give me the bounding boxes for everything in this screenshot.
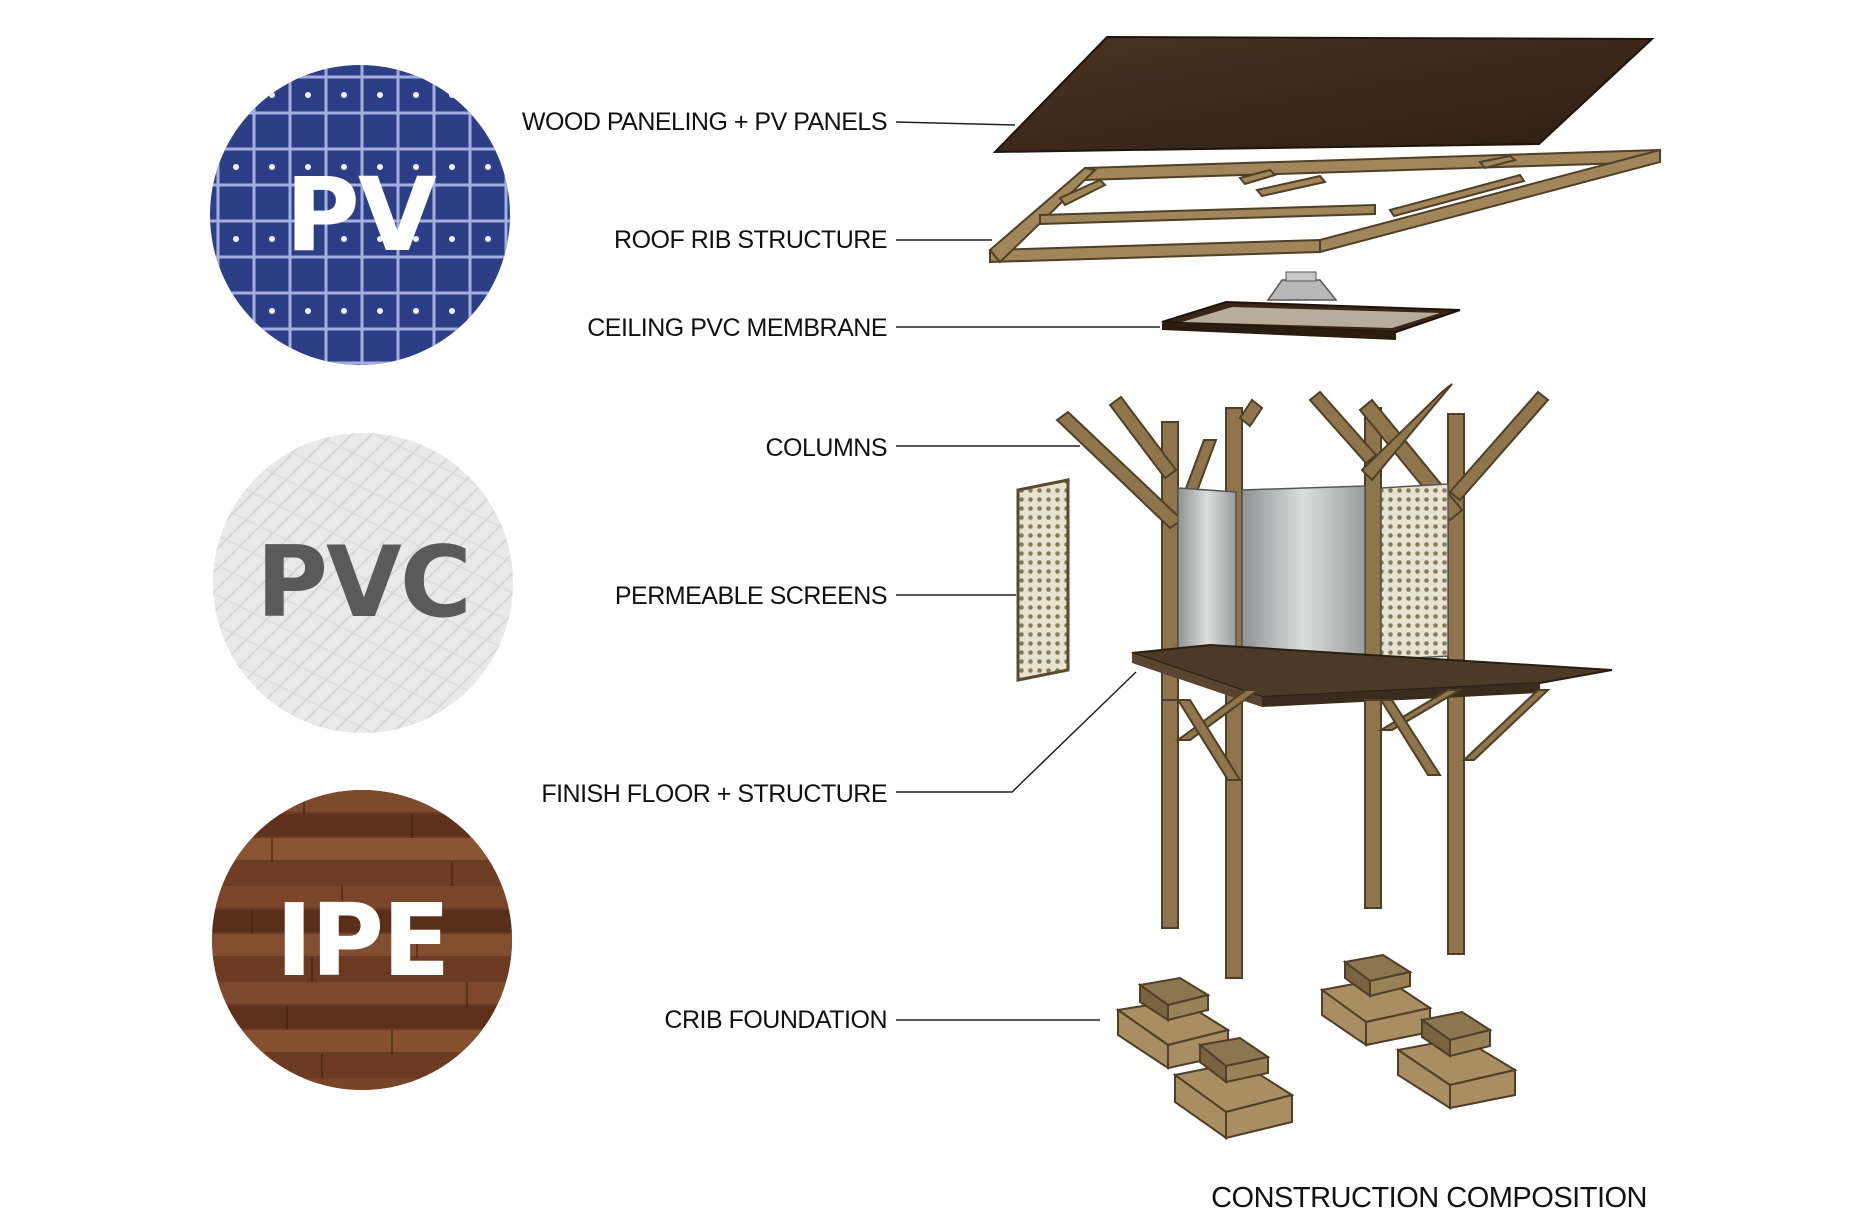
crib-foundation-4 <box>1395 1010 1518 1110</box>
pvc-fabric-texture <box>213 433 513 733</box>
callout-permeable-screens: PERMEABLE SCREENS <box>614 582 888 610</box>
crib-foundation-3 <box>1319 953 1433 1047</box>
pv-label: PV <box>285 155 437 275</box>
leader-lines <box>895 121 1160 1021</box>
pvc-material-swatch: PVC <box>213 433 513 733</box>
callout-finish-floor-structure: FINISH FLOOR + STRUCTURE <box>541 780 887 808</box>
leader-floor <box>896 671 1137 793</box>
floor-structure <box>1161 689 1551 929</box>
roof-rib-structure <box>988 148 1661 264</box>
permeable-screen <box>1016 478 1070 682</box>
crib-foundation-2 <box>1172 1036 1295 1140</box>
callout-wood-paneling-pv-panels: WOOD PANELING + PV PANELS <box>521 108 888 136</box>
callout-columns: COLUMNS <box>765 434 887 462</box>
leader-roof-panel <box>895 121 1016 126</box>
pv-material-swatch: PV <box>210 65 510 365</box>
crib-foundation <box>1115 953 1518 1140</box>
ipe-label: IPE <box>275 881 451 999</box>
ipe-wood-texture <box>212 790 512 1090</box>
ceiling-pvc-membrane <box>1161 271 1461 340</box>
wall-panels <box>1177 483 1449 661</box>
pvc-label: PVC <box>256 526 472 640</box>
finish-floor <box>1131 643 1613 707</box>
crib-foundation-1 <box>1115 976 1231 1070</box>
side-screen <box>1380 483 1449 661</box>
callout-ceiling-pvc-membrane: CEILING PVC MEMBRANE <box>587 314 887 342</box>
callout-crib-foundation: CRIB FOUNDATION <box>664 1006 887 1034</box>
diagram-caption: CONSTRUCTION COMPOSITION <box>1211 1182 1647 1214</box>
callout-roof-rib-structure: ROOF RIB STRUCTURE <box>614 226 887 254</box>
roof-panel <box>992 35 1655 154</box>
ipe-material-swatch: IPE <box>212 790 512 1090</box>
